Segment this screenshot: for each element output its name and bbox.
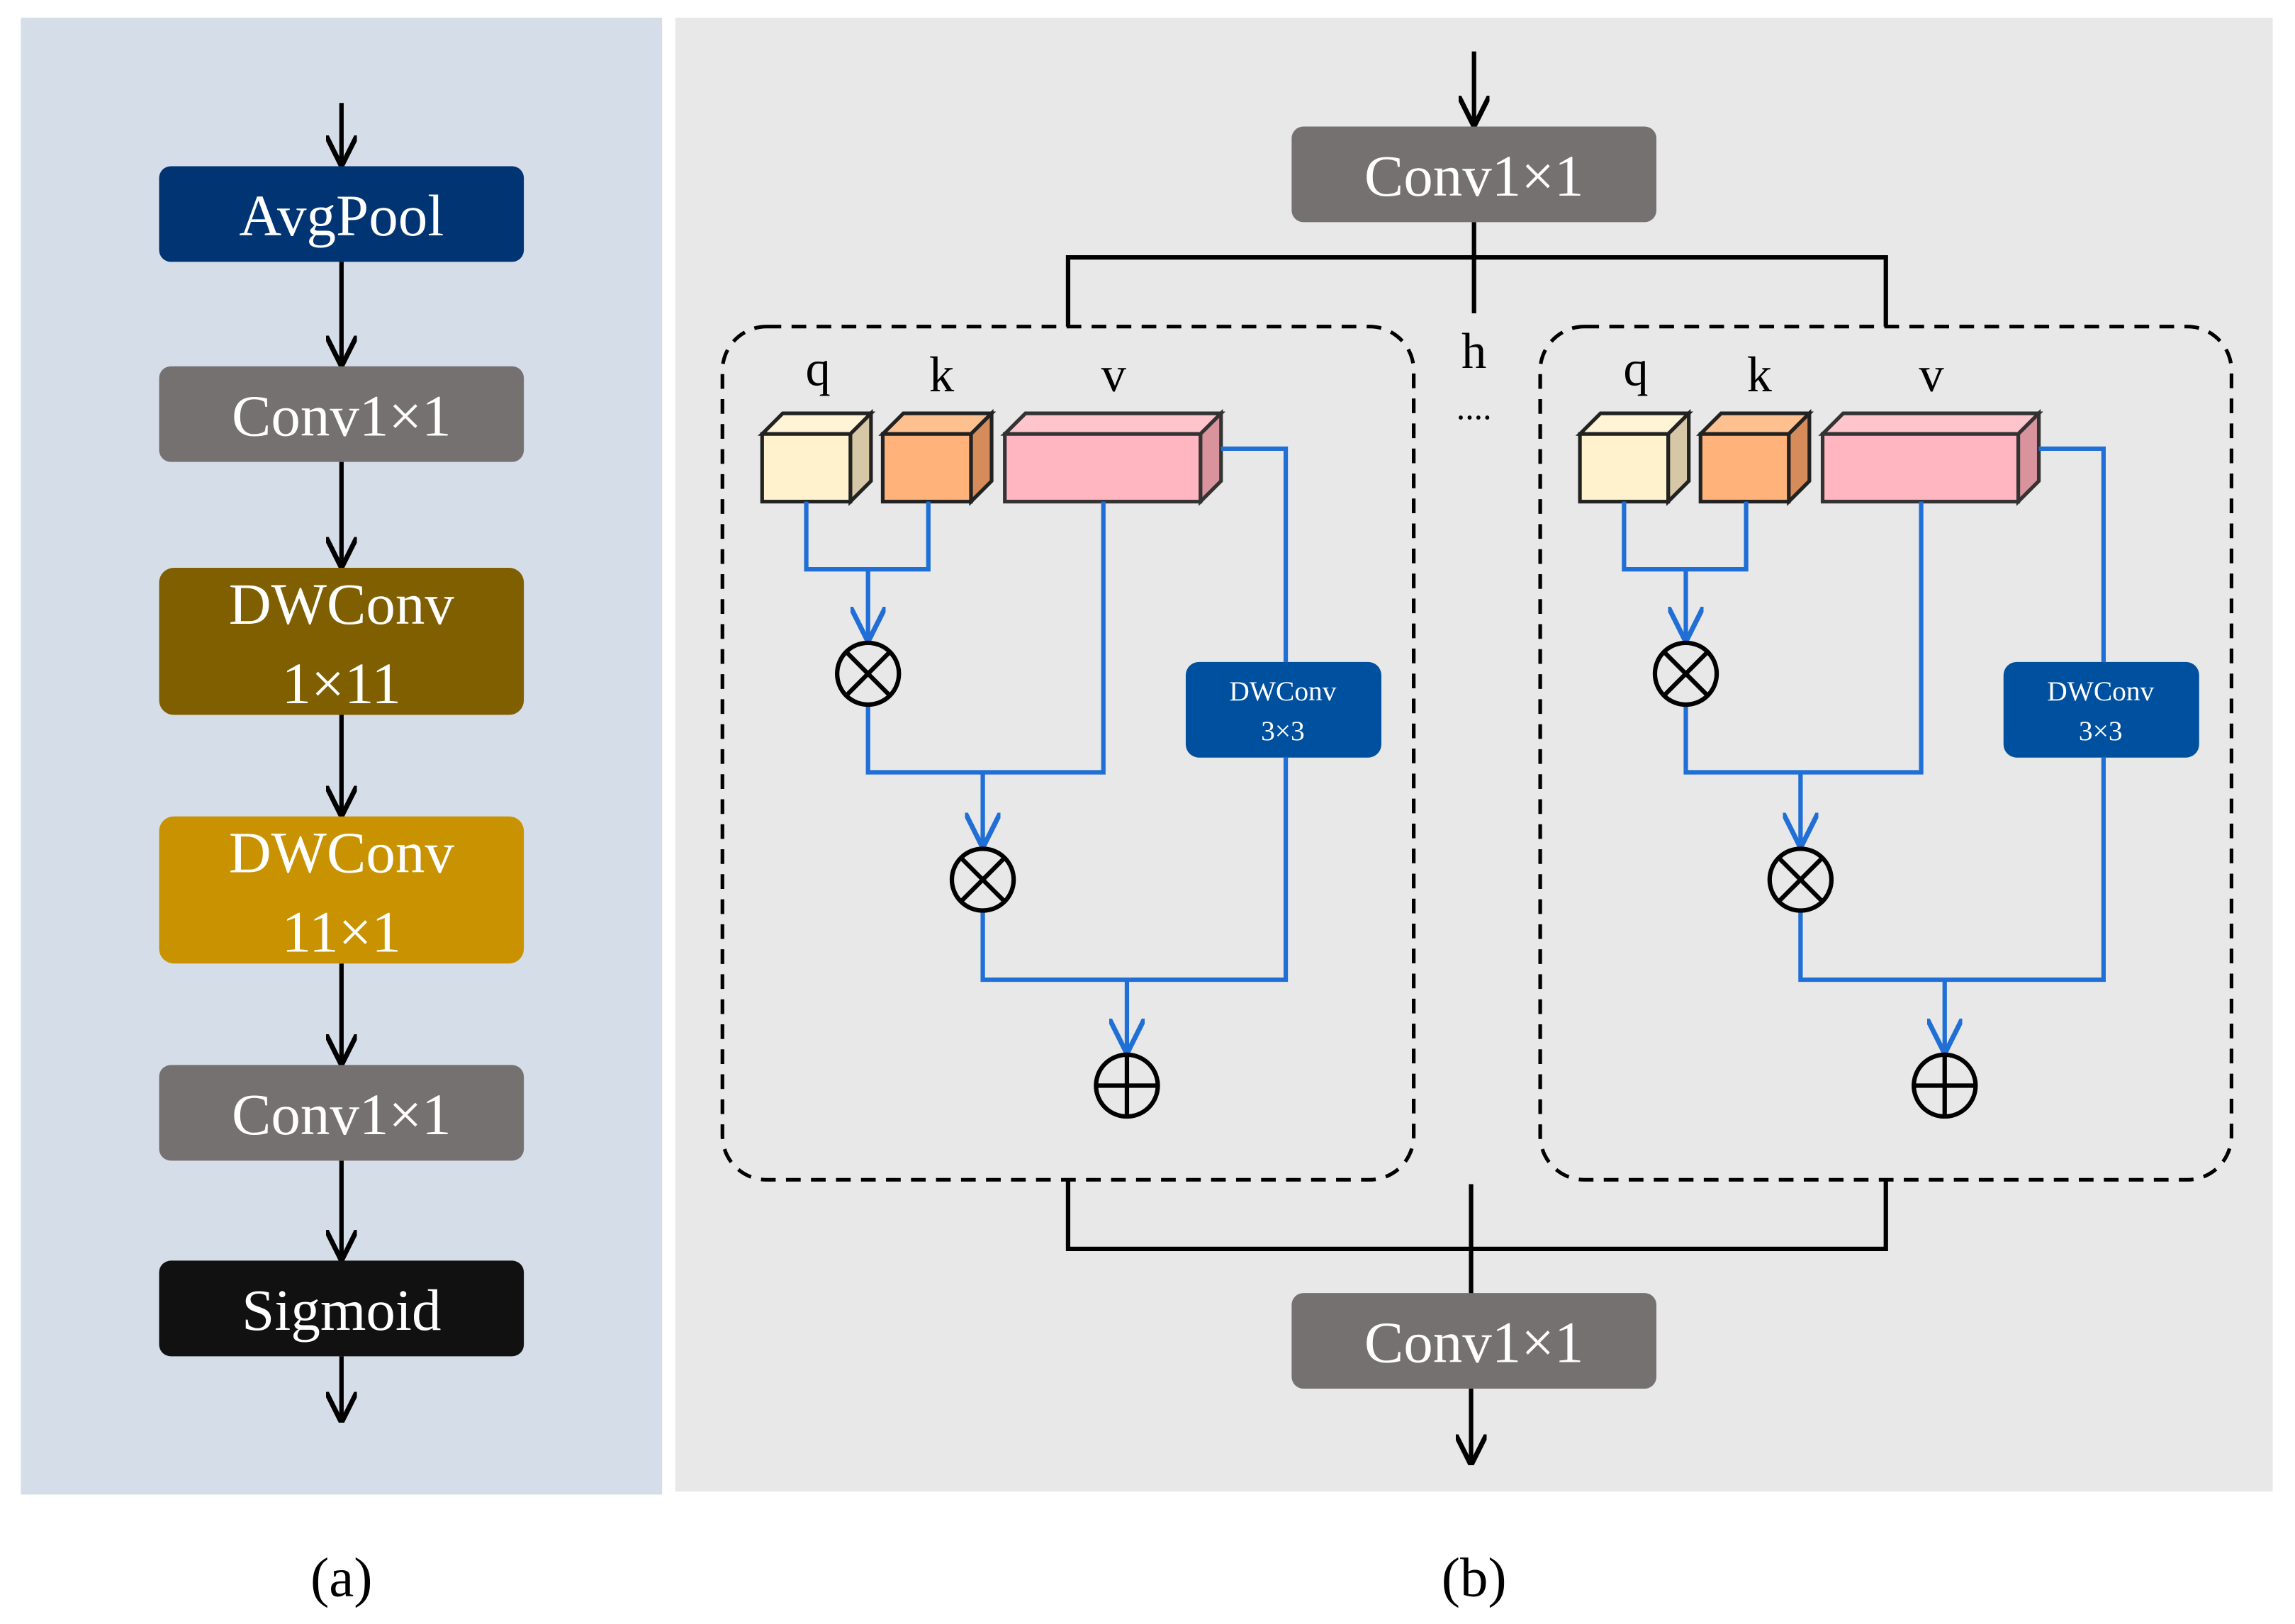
dwconv3x3-size: 3×3 — [2079, 715, 2123, 746]
top-conv1x1-block: Conv1×1 — [1291, 126, 1657, 223]
q-cube — [758, 408, 876, 506]
dwconv3x3-block: DWConv 3×3 — [2003, 661, 2199, 758]
dwconv-label-2: DWConv — [229, 820, 455, 885]
head-dashed-border — [1538, 325, 2234, 1182]
v-label: v — [1101, 347, 1127, 403]
multiply-icon — [949, 846, 1016, 913]
dwconv-size-1: 1×11 — [282, 651, 401, 716]
bottom-conv1x1-block: Conv1×1 — [1291, 1293, 1657, 1389]
dwconv-size-2: 11×1 — [282, 900, 401, 965]
v-label: v — [1919, 347, 1944, 403]
panel-a: AvgPool Conv1×1 DWConv 1×11 DWConv 11×1 … — [21, 17, 663, 1609]
caption-a: (a) — [310, 1547, 373, 1609]
head-blue-flow — [1622, 446, 2106, 1051]
top-conv-label: Conv1×1 — [1364, 143, 1584, 208]
sigmoid-block: Sigmoid — [159, 1260, 524, 1357]
k-cube — [878, 408, 997, 506]
attention-head-2: q k v — [1538, 325, 2234, 1182]
k-label: k — [929, 347, 955, 403]
conv1x1-block-1: Conv1×1 — [159, 366, 524, 462]
dwconv3x3-label: DWConv — [2047, 676, 2154, 707]
multiply-icon — [1767, 846, 1834, 913]
dwconv-1x11-block: DWConv 1×11 — [159, 568, 524, 716]
dwconv3x3-label: DWConv — [1229, 676, 1336, 707]
heads-ellipsis: .... — [1457, 388, 1492, 427]
dwconv-label-1: DWConv — [229, 571, 455, 637]
dwconv-11x1-block: DWConv 11×1 — [159, 816, 524, 965]
multiply-icon — [835, 640, 902, 707]
v-cube — [1000, 408, 1226, 506]
q-label: q — [1623, 342, 1648, 397]
dwconv3x3-block: DWConv 3×3 — [1185, 661, 1381, 758]
panel-b: Conv1×1 h .... q k v — [675, 17, 2273, 1609]
avgpool-label: AvgPool — [239, 183, 444, 248]
conv1x1-label-2: Conv1×1 — [232, 1082, 451, 1147]
add-icon — [1094, 1052, 1160, 1119]
multiply-icon — [1652, 640, 1719, 707]
caption-b: (b) — [1442, 1547, 1507, 1609]
heads-label: h — [1461, 324, 1486, 379]
head-dashed-border — [720, 325, 1416, 1182]
sigmoid-label: Sigmoid — [242, 1277, 441, 1343]
add-icon — [1912, 1052, 1978, 1119]
bottom-conv-label: Conv1×1 — [1364, 1310, 1584, 1375]
k-cube — [1696, 408, 1814, 506]
avgpool-block: AvgPool — [159, 166, 524, 262]
q-label: q — [806, 342, 831, 397]
conv1x1-block-2: Conv1×1 — [159, 1065, 524, 1161]
dwconv3x3-size: 3×3 — [1261, 715, 1305, 746]
attention-head-1: q k v — [720, 325, 1416, 1182]
q-cube — [1575, 408, 1693, 506]
v-cube — [1818, 408, 2043, 506]
head-blue-flow — [804, 446, 1289, 1051]
conv1x1-label-1: Conv1×1 — [232, 383, 451, 448]
k-label: k — [1747, 347, 1773, 403]
